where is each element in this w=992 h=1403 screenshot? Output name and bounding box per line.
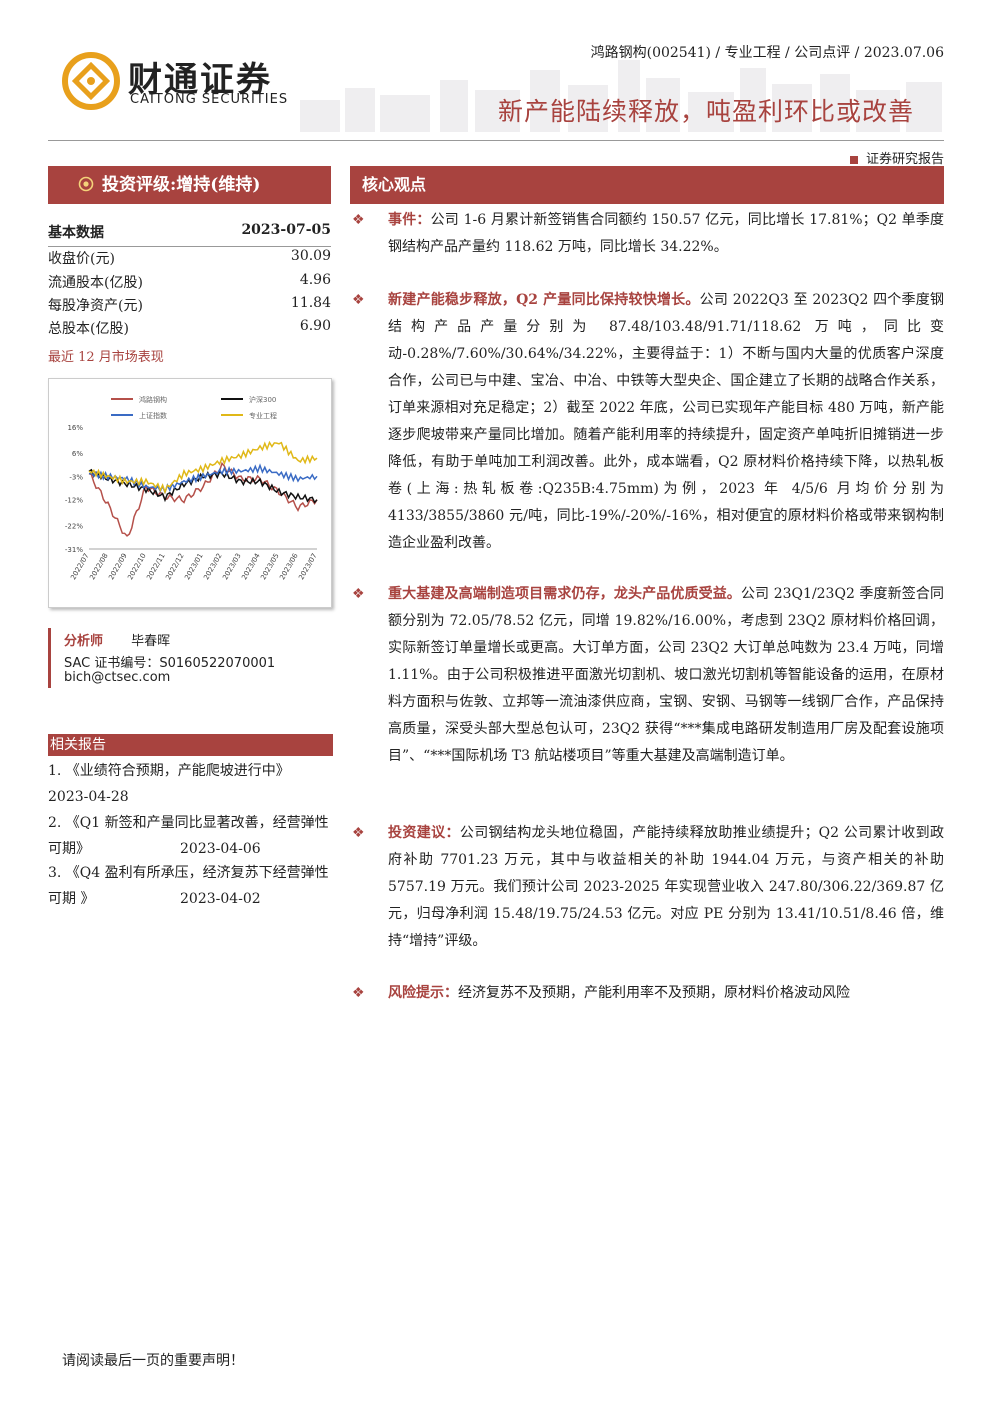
paragraph-text: 经济复苏不及预期，产能利用率不及预期，原材料价格波动风险 [458,985,850,1001]
paragraph-keyword: 风险提示： [388,985,458,1001]
related-report-item[interactable]: 1. 《业绩符合预期，产能爬坡进行中》 2023-04-28 [48,758,331,810]
y-tick-label: -3% [69,473,83,481]
diamond-bullet-icon: ❖ [352,292,365,308]
basic-data-header: 基本数据 2023-07-05 [48,222,331,247]
medal-icon [78,166,94,204]
y-tick-label: -22% [65,523,83,531]
related-report-date: 2023-04-06 [180,841,261,857]
row-value: 4.96 [299,272,331,288]
square-marker-icon [849,155,858,164]
basic-data-label: 基本数据 [48,225,104,241]
related-report-date: 2023-04-28 [48,789,129,805]
x-tick-label: 2023/07 [297,552,318,581]
diamond-bullet-icon: ❖ [352,825,365,841]
y-tick-label: 6% [72,450,83,458]
row-value: 6.90 [299,318,331,334]
event-paragraph: 事件：公司 1-6 月累计新签销售合同额约 150.57 亿元，同比增长 17.… [388,207,944,261]
investment-rating-text: 投资评级:增持(维持) [102,175,261,195]
sac-number: S0160522070001 [159,656,276,671]
basic-data-date: 2023-07-05 [241,222,331,238]
related-report-item[interactable]: 3. 《Q4 盈利有所承压，经济复苏下经营弹性可期 》 2023-04-02 [48,860,331,912]
basic-data-row: 每股净资产(元) 11.84 [48,295,331,315]
sac-label: SAC 证书编号： [64,656,160,671]
related-report-title[interactable]: 1. 《业绩符合预期，产能爬坡进行中》 [48,763,290,779]
related-report-title[interactable]: 3. 《Q4 盈利有所承压，经济复苏下经营弹性可期 》 [48,865,329,907]
performance-line-chart: 鸿路钢构 沪深300 上证指数 专业工程 16% 6% -3% -12% -22% -31% 202… [65,395,319,581]
investment-rating-bar: 投资评级:增持(维持) [48,166,331,204]
legend-label: 上证指数 [139,411,167,420]
paragraph-text: 公司 1-6 月累计新签销售合同额约 150.57 亿元，同比增长 17.81%… [388,212,945,255]
paragraph-text: 公司 23Q1/23Q2 季度新签合同额分别为 72.05/78.52 亿元，同… [388,586,945,764]
diamond-bullet-icon: ❖ [352,586,365,602]
legend-label: 沪深300 [249,395,276,404]
row-value: 11.84 [290,295,331,311]
row-value: 30.09 [290,248,331,264]
capacity-paragraph: 新建产能稳步释放，Q2 产量同比保持较快增长。公司 2022Q3 至 2023Q… [388,287,944,557]
legend-label: 鸿路钢构 [139,395,167,404]
city-skyline-decoration [300,60,942,132]
y-tick-label: -31% [65,546,83,554]
paragraph-keyword: 重大基建及高端制造项目需求仍存，龙头产品优质受益。 [388,586,741,602]
analyst-label: 分析师 [64,634,104,649]
diamond-bullet-icon: ❖ [352,985,365,1001]
analyst-sac-line: SAC 证书编号：S0160522070001 [64,652,275,671]
paragraph-text: 公司钢结构龙头地位稳固，产能持续释放助推业绩提升；Q2 公司累计收到政府补助 7… [388,825,944,949]
legend-label: 专业工程 [249,411,277,420]
report-type-text: 证券研究报告 [865,152,944,167]
report-title: 新产能陆续释放，吨盈利环比或改善 [497,97,914,126]
related-reports-header: 相关报告 [48,734,333,756]
analyst-accent-bar [48,628,51,688]
row-label: 每股净资产(元) [48,298,143,314]
series-line [88,463,318,495]
core-viewpoint-title: 核心观点 [362,175,427,194]
orders-paragraph: 重大基建及高端制造项目需求仍存，龙头产品优质受益。公司 23Q1/23Q2 季度… [388,581,944,770]
y-tick-label: 16% [67,424,83,432]
row-label: 总股本(亿股) [48,321,129,337]
core-viewpoint-header: 核心观点 [350,166,944,204]
series-line [88,440,318,495]
related-report-item[interactable]: 2. 《Q1 新签和产量同比显著改善，经营弹性可期》 2023-04-06 [48,810,331,862]
paragraph-keyword: 新建产能稳步释放，Q2 产量同比保持较快增长。 [388,292,700,308]
report-type-label: 证券研究报告 [849,148,944,167]
analyst-name-line: 分析师 毕春晖 [64,630,170,649]
investment-advice-paragraph: 投资建议：公司钢结构龙头地位稳固，产能持续释放助推业绩提升；Q2 公司累计收到政… [388,820,944,955]
related-report-date: 2023-04-02 [180,891,261,907]
row-label: 流通股本(亿股) [48,275,143,291]
logo-chinese-name: 财通证券 [128,60,272,100]
logo-english-name: CAITONG SECURITIES [130,92,289,107]
analyst-email[interactable]: bich@ctsec.com [64,670,171,685]
market-performance-title: 最近 12 月市场表现 [48,350,164,365]
disclaimer-note: 请阅读最后一页的重要声明！ [62,1353,244,1369]
basic-data-row: 流通股本(亿股) 4.96 [48,272,331,292]
paragraph-keyword: 事件： [388,212,431,228]
header-divider [48,140,944,141]
row-label: 收盘价(元) [48,251,115,267]
market-performance-chart: 鸿路钢构 沪深300 上证指数 专业工程 16% 6% -3% -12% -22% -31% 202… [48,378,332,608]
y-tick-label: -12% [65,497,83,505]
paragraph-keyword: 投资建议： [388,825,460,841]
diamond-bullet-icon: ❖ [352,212,365,228]
report-meta-line: 鸿路钢构(002541) / 专业工程 / 公司点评 / 2023.07.06 [590,45,944,61]
basic-data-row: 收盘价(元) 30.09 [48,248,331,268]
series-line [88,461,318,537]
paragraph-text: 公司 2022Q3 至 2023Q2 四个季度钢结构产品产量分别为 87.48/… [388,292,944,551]
series-line [88,468,318,504]
risk-paragraph: 风险提示：经济复苏不及预期，产能利用率不及预期，原材料价格波动风险 [388,980,944,1007]
related-report-title[interactable]: 2. 《Q1 新签和产量同比显著改善，经营弹性可期》 [48,815,329,857]
basic-data-row: 总股本(亿股) 6.90 [48,318,331,338]
analyst-name: 毕春晖 [131,634,171,649]
caitong-logo-icon [62,52,120,110]
